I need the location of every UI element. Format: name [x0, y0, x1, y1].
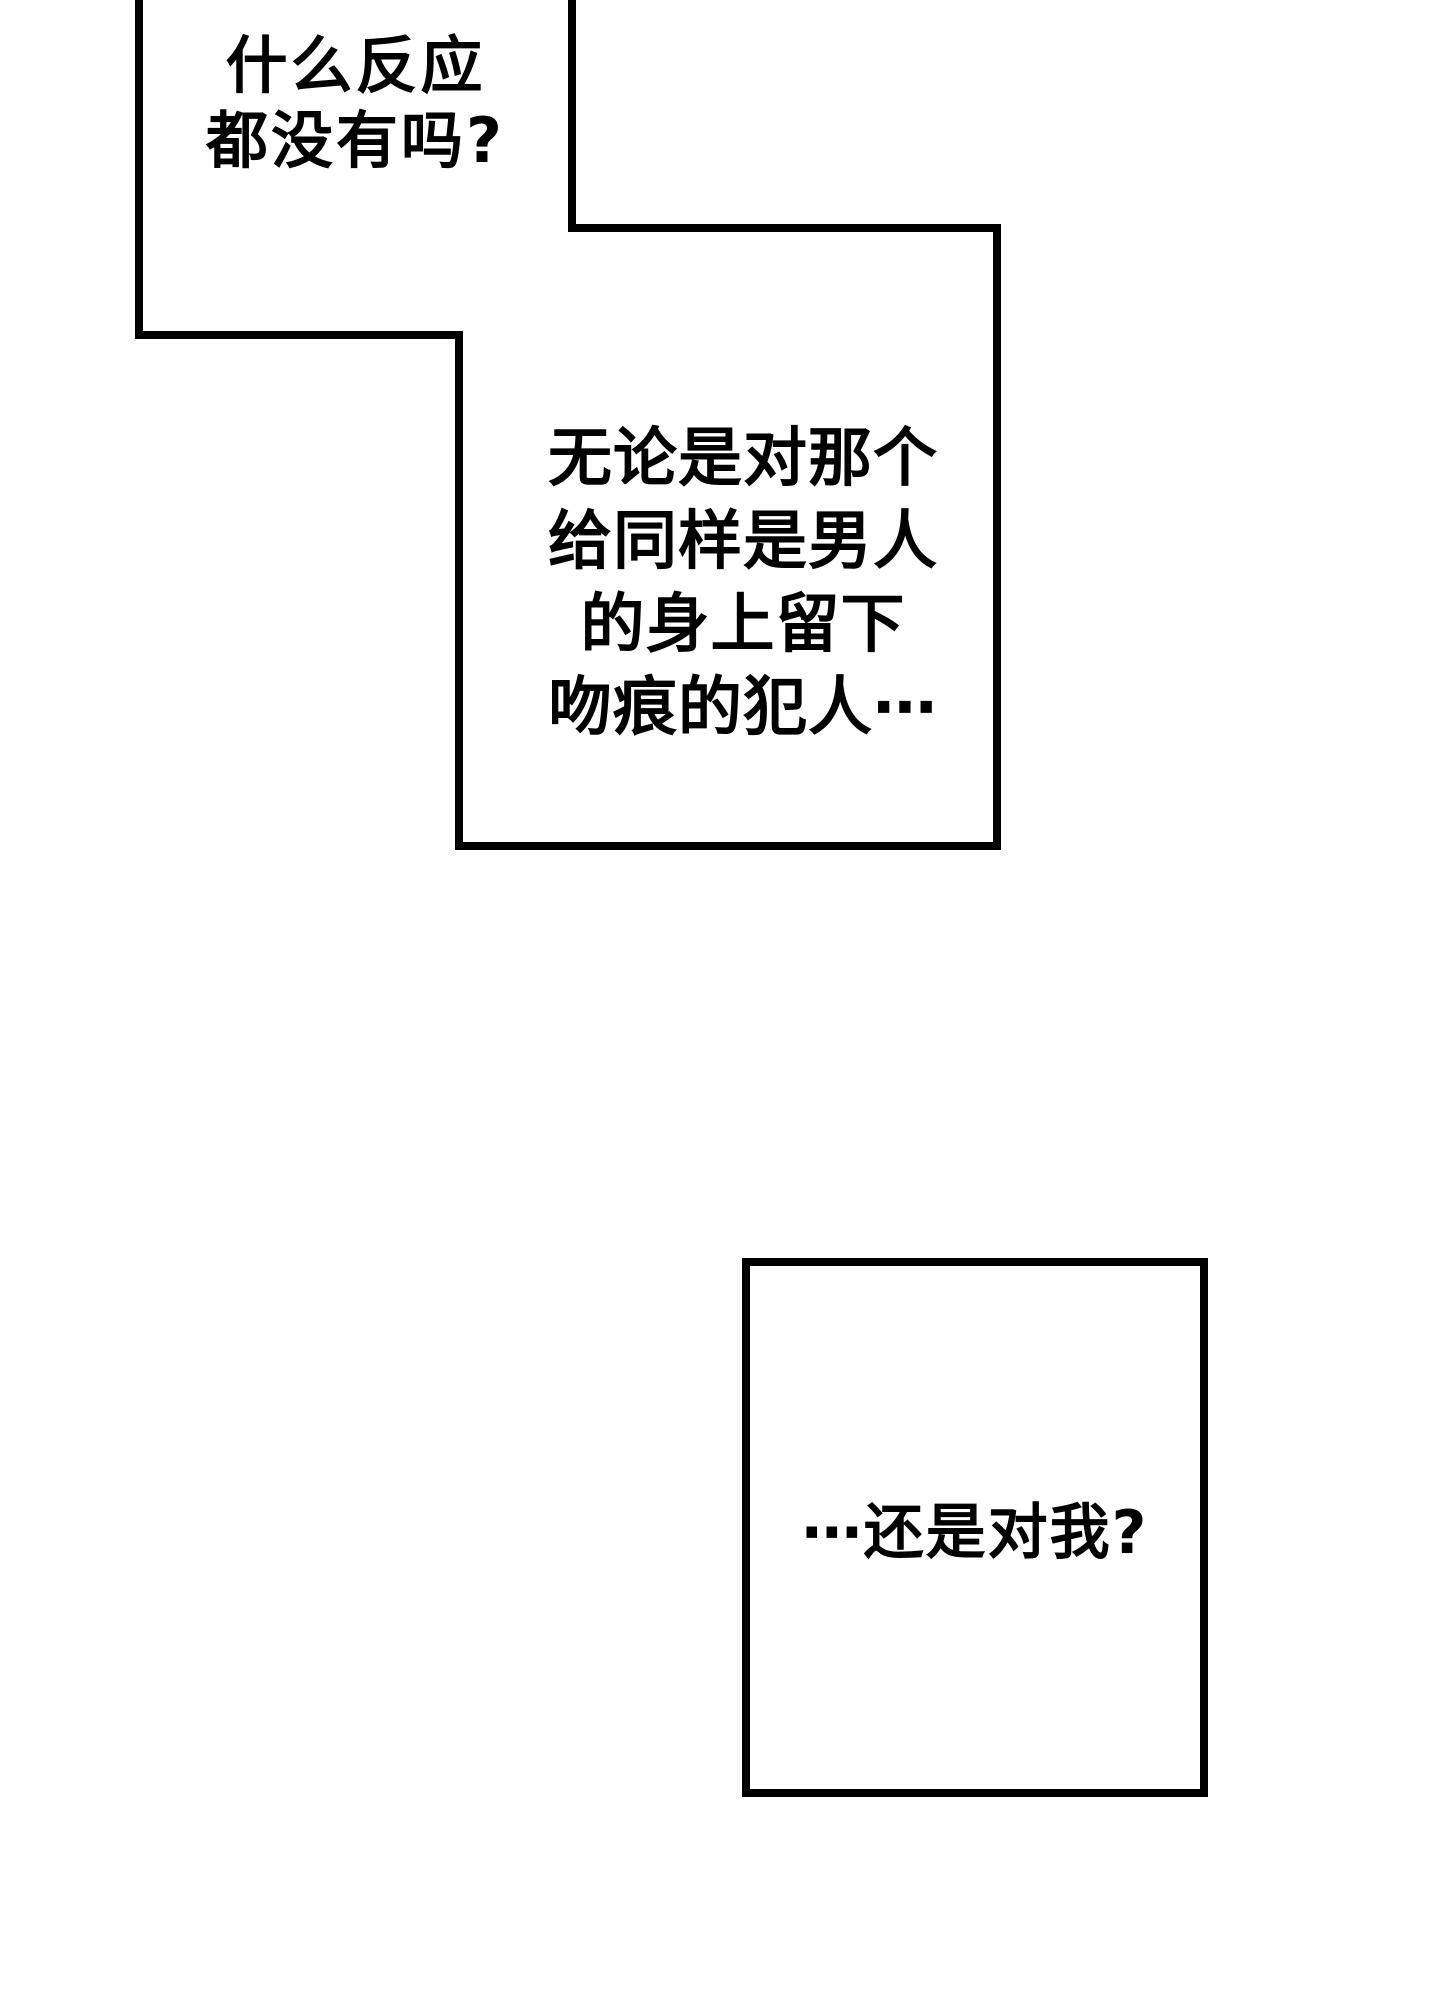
speech-panel-middle: 无论是对那个 给同样是男人 的身上留下 吻痕的犯人⋯ [455, 224, 1001, 850]
dialogue-line: 给同样是男人 [548, 505, 938, 579]
dialogue-line: 无论是对那个 [548, 422, 938, 496]
dialogue-line: 的身上留下 [580, 588, 906, 662]
speech-panel-bottom-right: ⋯还是对我? [742, 1258, 1208, 1797]
dialogue-line: 都没有吗? [206, 104, 505, 177]
dialogue-line: 吻痕的犯人⋯ [548, 671, 938, 745]
panel-union-mask [463, 232, 576, 339]
speech-panel-top-left: 什么反应 都没有吗? [135, 0, 576, 339]
dialogue-line: 什么反应 [225, 29, 486, 102]
dialogue-line: ⋯还是对我? [801, 1497, 1149, 1568]
